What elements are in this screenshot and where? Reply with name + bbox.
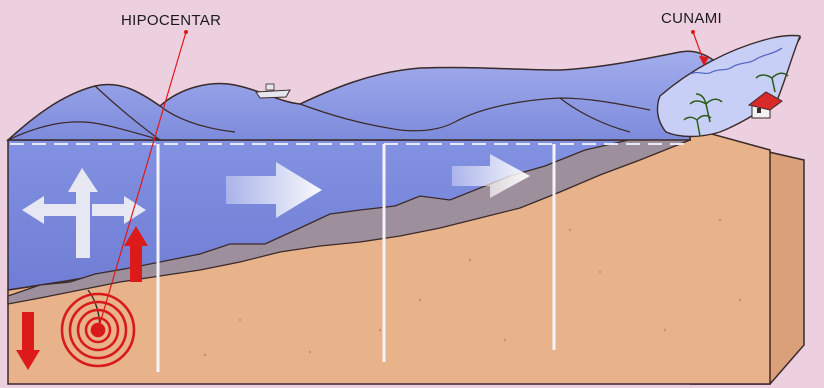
tsunami-label: CUNAMI — [661, 10, 722, 27]
hypocenter-label: HIPOCENTAR — [121, 12, 221, 29]
hypocenter-pointer-dot — [184, 30, 188, 34]
tsunami-pointer-dot — [691, 30, 695, 34]
boat-icon — [256, 84, 290, 98]
